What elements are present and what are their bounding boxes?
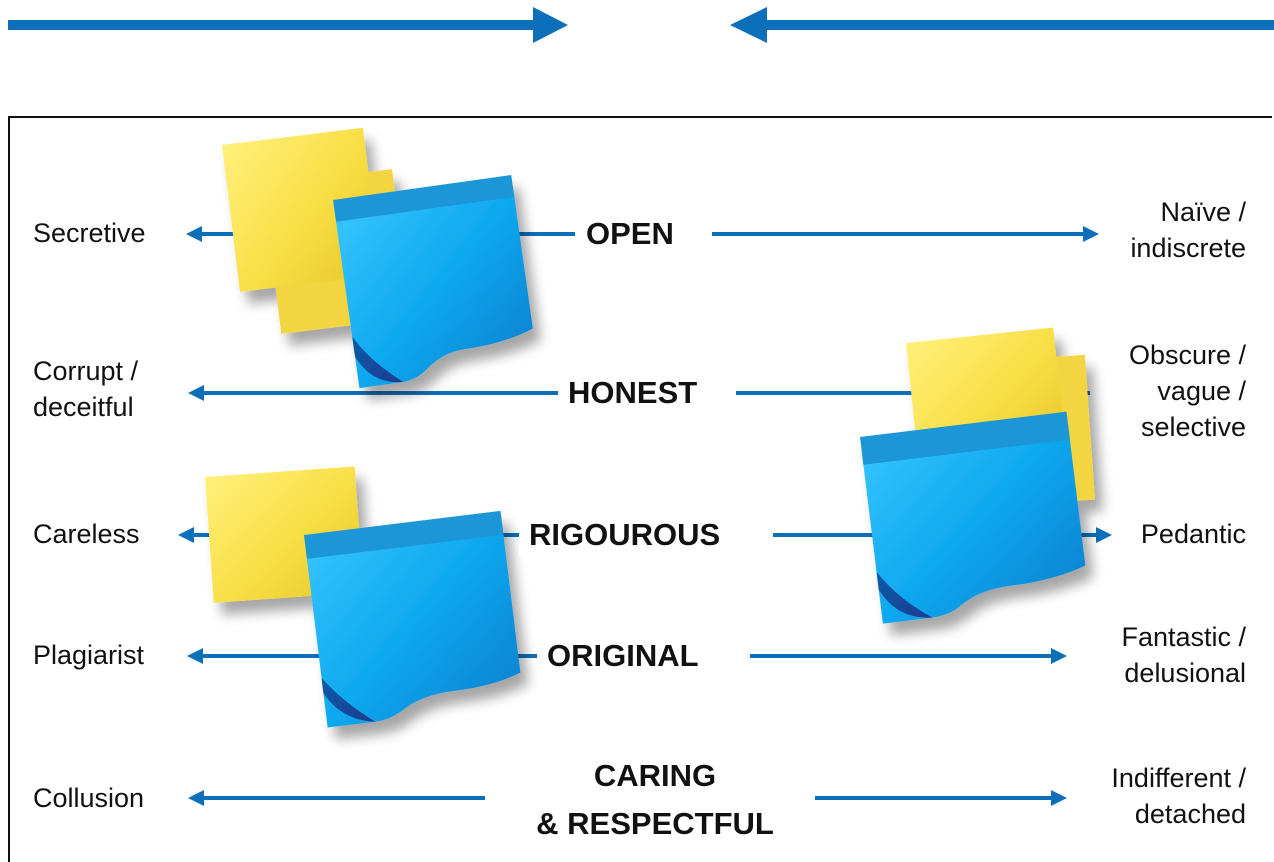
open-right-label-line-2: indiscrete xyxy=(1130,233,1246,263)
honest-left-label-line-1: Corrupt / xyxy=(33,356,139,386)
caring-right-arrow-icon xyxy=(803,790,1067,806)
honest-right-label: Obscure / vague / selective xyxy=(1080,337,1246,445)
original-left-label: Plagiarist xyxy=(33,640,145,670)
honest-left-label-line-2: deceitful xyxy=(33,392,134,422)
caring-right-label-line-1: Indifferent / xyxy=(1111,763,1246,793)
open-right-arrow-icon xyxy=(712,226,1099,242)
honest-left-arrow-icon xyxy=(188,385,558,401)
open-left-label: Secretive xyxy=(33,218,146,248)
honest-right-label-line-3: selective xyxy=(1140,412,1246,442)
caring-right-label-line-2: detached xyxy=(1134,799,1246,829)
top-arrow-right-icon xyxy=(8,7,568,43)
rigourous-left-label: Careless xyxy=(33,519,140,549)
honest-label: HONEST xyxy=(558,371,708,414)
open-right-label: Naïve / indiscrete xyxy=(1096,194,1246,266)
top-arrow-left-icon xyxy=(730,7,1274,43)
original-right-arrow-icon xyxy=(750,648,1067,664)
rigourous-label: RIGOUROUS xyxy=(519,513,731,556)
original-right-label: Fantastic / delusional xyxy=(1066,619,1246,691)
caring-left-arrow-icon xyxy=(188,790,485,806)
honest-left-label: Corrupt / deceitful xyxy=(33,353,183,425)
caring-right-label: Indifferent / detached xyxy=(1064,760,1246,832)
rigourous-right-label: Pedantic xyxy=(1140,519,1246,549)
honest-right-label-line-2: vague / xyxy=(1157,376,1246,406)
caring-label-line-2: & RESPECTFUL xyxy=(536,806,774,841)
original-label: ORIGINAL xyxy=(537,634,709,677)
honest-right-label-line-1: Obscure / xyxy=(1128,340,1246,370)
diagram-frame xyxy=(8,116,1272,862)
original-right-label-line-2: delusional xyxy=(1124,658,1246,688)
caring-left-label: Collusion xyxy=(33,783,145,813)
original-right-label-line-1: Fantastic / xyxy=(1121,622,1246,652)
open-right-label-line-1: Naïve / xyxy=(1160,197,1246,227)
caring-respectful-label: CARING & RESPECTFUL xyxy=(495,752,815,848)
open-label: OPEN xyxy=(576,212,684,255)
caring-label-line-1: CARING xyxy=(593,758,717,793)
